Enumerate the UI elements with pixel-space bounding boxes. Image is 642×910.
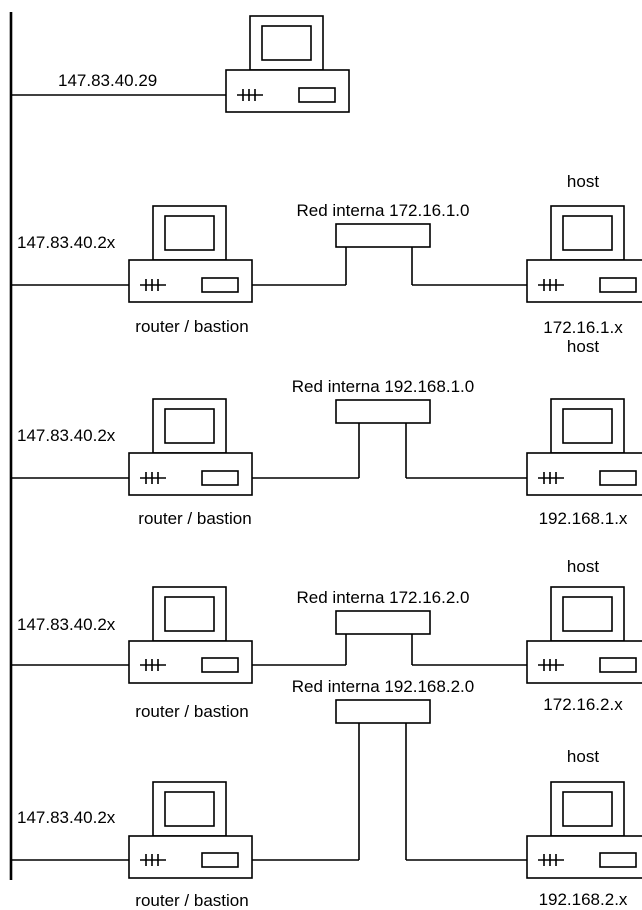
- host-label: host: [567, 172, 599, 191]
- router-label: router / bastion: [135, 891, 248, 910]
- network-hub: [335, 610, 431, 635]
- network-segment-1: 147.83.40.2x router / bastion Red intern…: [11, 172, 642, 337]
- top-station: 147.83.40.29: [11, 15, 350, 113]
- router-label: router / bastion: [135, 702, 248, 721]
- network-label: Red interna 192.168.1.0: [292, 377, 474, 396]
- host-label: host: [567, 337, 599, 356]
- network-label: Red interna 172.16.2.0: [297, 588, 470, 607]
- router-ip: 147.83.40.2x: [17, 615, 116, 634]
- host-label: host: [567, 557, 599, 576]
- router-label: router / bastion: [135, 317, 248, 336]
- network-segment-4: 147.83.40.2x router / bastion Red intern…: [11, 677, 642, 910]
- host-ip: 172.16.1.x: [543, 318, 623, 337]
- host-ip: 172.16.2.x: [543, 695, 623, 714]
- network-hub: [335, 699, 431, 724]
- router-computer-icon: [128, 586, 253, 684]
- host-ip: 192.168.1.x: [539, 509, 628, 528]
- host-computer-icon: [526, 781, 642, 879]
- host-ip: 192.168.2.x: [539, 890, 628, 909]
- router-computer-icon: [128, 205, 253, 303]
- router-label: router / bastion: [138, 509, 251, 528]
- network-hub: [335, 399, 431, 424]
- router-ip: 147.83.40.2x: [17, 426, 116, 445]
- router-ip: 147.83.40.2x: [17, 233, 116, 252]
- network-hub: [335, 223, 431, 248]
- network-label: Red interna 172.16.1.0: [297, 201, 470, 220]
- host-computer-icon: [526, 586, 642, 684]
- router-ip: 147.83.40.2x: [17, 808, 116, 827]
- host-label: host: [567, 747, 599, 766]
- host-computer-icon: [526, 398, 642, 496]
- network-segment-2: 147.83.40.2x router / bastion Red intern…: [11, 337, 642, 528]
- host-computer-icon: [526, 205, 642, 303]
- workstation-icon: [225, 15, 350, 113]
- network-label: Red interna 192.168.2.0: [292, 677, 474, 696]
- network-segment-3: 147.83.40.2x router / bastion Red intern…: [11, 557, 642, 721]
- router-computer-icon: [128, 398, 253, 496]
- router-computer-icon: [128, 781, 253, 879]
- top-station-ip: 147.83.40.29: [58, 71, 157, 90]
